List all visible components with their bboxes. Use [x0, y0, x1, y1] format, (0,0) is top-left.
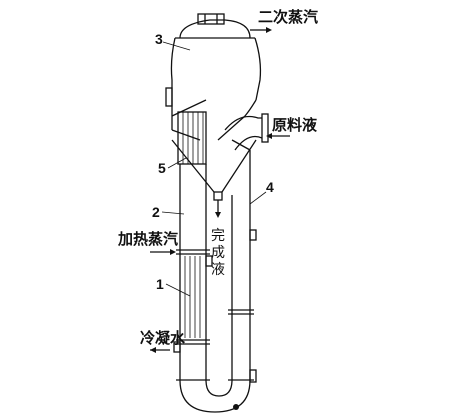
leader-lines [161, 41, 267, 297]
bottom-u-bend [176, 379, 254, 413]
part-number-5: 5 [158, 160, 166, 176]
label-secondary-steam: 二次蒸汽 [258, 8, 318, 26]
label-product-char-3: 液 [211, 262, 225, 278]
part-number-1: 1 [156, 276, 164, 292]
label-condensate: 冷凝水 [140, 329, 186, 347]
part-number-2: 2 [152, 204, 160, 220]
label-product-char-1: 完 [211, 228, 225, 244]
part-number-3: 3 [155, 31, 163, 47]
flow-arrows [150, 27, 290, 353]
label-feed-liquid: 原料液 [272, 116, 318, 134]
label-product-char-2: 成 [211, 245, 225, 261]
heating-tube-column [173, 164, 213, 380]
part-number-4: 4 [266, 179, 274, 195]
label-heating-steam: 加热蒸汽 [117, 230, 178, 248]
entrainment-separator [171, 99, 207, 165]
circulation-tube [228, 150, 257, 383]
feed-inlet-pipe [224, 113, 269, 151]
